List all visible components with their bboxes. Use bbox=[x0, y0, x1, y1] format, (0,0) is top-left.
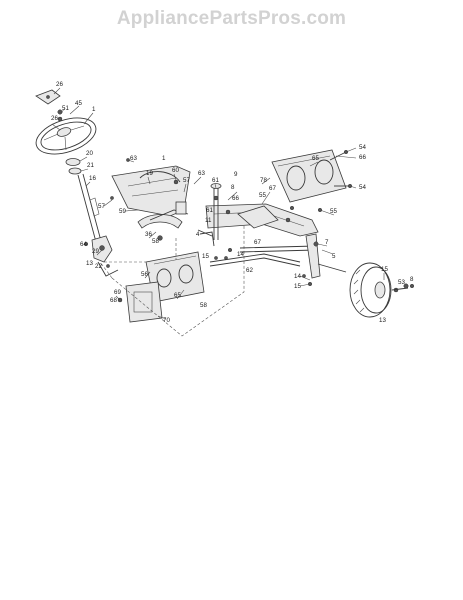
callout-65a: 65 bbox=[312, 155, 319, 162]
callout-1b: 1 bbox=[162, 155, 166, 162]
callout-7: 7 bbox=[325, 239, 329, 246]
callout-67a: 67 bbox=[254, 239, 261, 246]
axle-brace[interactable] bbox=[199, 205, 279, 247]
callout-66a: 66 bbox=[232, 195, 239, 202]
front-wheel[interactable] bbox=[349, 262, 392, 318]
callout-78: 78 bbox=[260, 177, 267, 184]
callout-61b: 61 bbox=[206, 207, 213, 214]
watermark-text: AppliancePartsPros.com bbox=[116, 8, 347, 29]
callout-8: 8 bbox=[231, 184, 235, 191]
callout-9: 9 bbox=[234, 171, 238, 178]
steering-support-plate[interactable] bbox=[110, 158, 191, 217]
callout-54a: 54 bbox=[359, 144, 366, 151]
callout-15c: 15 bbox=[381, 266, 388, 273]
callout-8b: 8 bbox=[410, 276, 414, 283]
bracket-plate[interactable] bbox=[117, 281, 163, 323]
callout-20: 20 bbox=[86, 150, 93, 157]
callout-36: 36 bbox=[145, 231, 152, 238]
callout-57a: 57 bbox=[183, 177, 190, 184]
callout-19: 19 bbox=[146, 170, 153, 177]
callout-54b: 54 bbox=[359, 184, 366, 191]
callout-57b: 57 bbox=[98, 203, 105, 210]
callout-63: 63 bbox=[130, 155, 137, 162]
leader-lines bbox=[53, 87, 385, 320]
callout-21: 21 bbox=[87, 162, 94, 169]
callout-64: 64 bbox=[80, 241, 87, 248]
callout-68: 68 bbox=[110, 297, 117, 304]
callout-62: 62 bbox=[246, 267, 253, 274]
callout-58a: 58 bbox=[152, 238, 159, 245]
callout-56: 56 bbox=[141, 271, 148, 278]
callout-29: 29 bbox=[92, 248, 99, 255]
callout-4: 4 bbox=[196, 231, 200, 238]
callout-55a: 55 bbox=[259, 192, 266, 199]
callout-11: 11 bbox=[205, 217, 212, 224]
callout-15b: 15 bbox=[294, 283, 301, 290]
callout-14b: 14 bbox=[294, 273, 301, 280]
callout-45: 45 bbox=[75, 100, 82, 107]
callout-70: 70 bbox=[163, 317, 170, 324]
callout-61: 61 bbox=[212, 177, 219, 184]
callout-15a: 15 bbox=[202, 253, 209, 260]
callout-13b: 13 bbox=[379, 317, 386, 324]
callout-26b: 26 bbox=[51, 115, 58, 122]
callout-69: 69 bbox=[114, 289, 121, 296]
axle-pivot-spindle[interactable] bbox=[210, 183, 222, 241]
callout-63b: 63 bbox=[198, 170, 205, 177]
tie-rod[interactable] bbox=[239, 245, 317, 253]
wheel-nut[interactable] bbox=[57, 109, 63, 122]
callout-60: 60 bbox=[172, 167, 179, 174]
callout-66b: 66 bbox=[359, 154, 366, 161]
callout-58b: 58 bbox=[200, 302, 207, 309]
spindle-right[interactable] bbox=[302, 233, 347, 287]
front-plate[interactable] bbox=[271, 149, 347, 203]
steering-column[interactable] bbox=[65, 158, 102, 243]
assembly-leader bbox=[104, 238, 177, 263]
sector-gear[interactable] bbox=[137, 201, 189, 241]
callout-55b: 55 bbox=[330, 208, 337, 215]
callout-26: 26 bbox=[56, 81, 63, 88]
callout-22: 22 bbox=[95, 263, 102, 270]
callout-51: 51 bbox=[62, 105, 69, 112]
steering-cap[interactable] bbox=[35, 89, 61, 105]
callout-65b: 65 bbox=[174, 292, 181, 299]
pedestal-plate[interactable] bbox=[145, 251, 205, 303]
callout-1: 1 bbox=[92, 106, 96, 113]
callout-14a: 14 bbox=[237, 251, 244, 258]
wheel-hardware[interactable] bbox=[391, 283, 415, 293]
steering-gear-bracket[interactable] bbox=[83, 235, 119, 277]
callout-16: 16 bbox=[89, 175, 96, 182]
callout-67b: 67 bbox=[269, 185, 276, 192]
drag-link[interactable] bbox=[209, 253, 301, 267]
callout-59: 59 bbox=[119, 208, 126, 215]
callout-13a: 13 bbox=[86, 260, 93, 267]
callout-5: 5 bbox=[332, 253, 336, 260]
callout-53: 53 bbox=[398, 279, 405, 286]
